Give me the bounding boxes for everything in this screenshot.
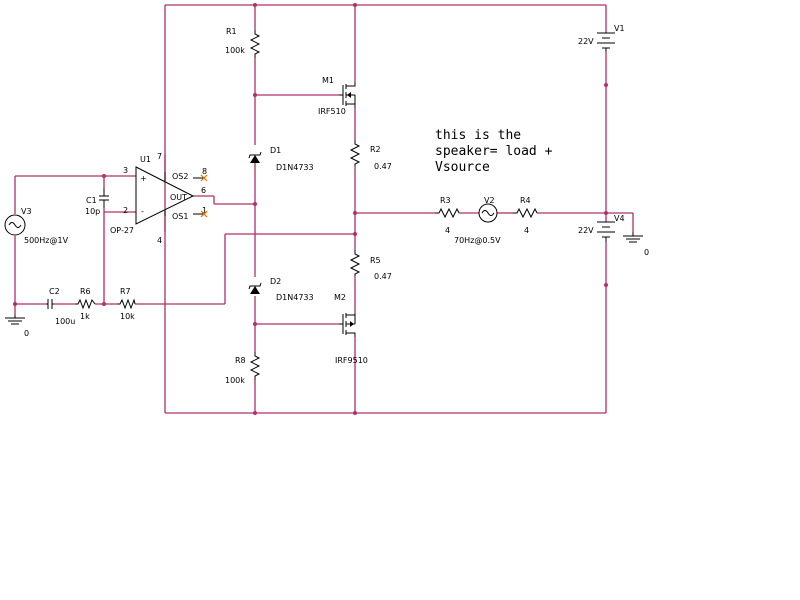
svg-text:OP-27: OP-27 [110, 226, 134, 235]
svg-text:D1: D1 [270, 146, 281, 155]
svg-text:22V: 22V [578, 226, 594, 235]
svg-text:10p: 10p [85, 207, 100, 216]
svg-text:4: 4 [524, 226, 529, 235]
svg-text:0.47: 0.47 [374, 162, 392, 171]
svg-text:2: 2 [123, 206, 128, 215]
capacitor-c1[interactable]: C1 10p [85, 188, 109, 216]
svg-text:V3: V3 [21, 207, 32, 216]
svg-text:OS2: OS2 [172, 172, 188, 181]
resistor-r1[interactable]: R1 100k [225, 27, 261, 58]
svg-text:D1N4733: D1N4733 [276, 163, 314, 172]
svg-text:R5: R5 [370, 256, 381, 265]
svg-text:speaker= load +: speaker= load + [435, 144, 553, 159]
ac-source-v3[interactable]: V3 500Hz@1V [4, 207, 69, 245]
svg-text:R1: R1 [226, 27, 237, 36]
svg-text:R3: R3 [440, 196, 451, 205]
svg-text:V1: V1 [614, 24, 625, 33]
opamp-u1[interactable]: U1 OP-27 3 2 7 4 6 8 1 + - OS2 OS1 OUT [110, 152, 208, 245]
ac-source-v2[interactable]: V2 70Hz@0.5V [454, 196, 501, 245]
svg-text:8: 8 [202, 167, 207, 176]
svg-text:R2: R2 [370, 145, 381, 154]
svg-text:R6: R6 [80, 287, 91, 296]
svg-text:IRF510: IRF510 [318, 107, 346, 116]
resistor-r6[interactable]: R6 1k [75, 287, 96, 321]
svg-text:100u: 100u [55, 317, 75, 326]
ground-left: 0 [5, 315, 29, 338]
diode-d2[interactable]: D2 D1N4733 [248, 277, 314, 302]
svg-text:1k: 1k [80, 312, 90, 321]
svg-text:+: + [140, 174, 147, 183]
resistor-r7[interactable]: R7 10k [117, 287, 136, 321]
svg-text:4: 4 [157, 236, 162, 245]
svg-text:0: 0 [644, 248, 649, 257]
battery-v1[interactable]: V1 22V [578, 24, 625, 52]
svg-text:this is the: this is the [435, 128, 521, 143]
svg-text:D2: D2 [270, 277, 281, 286]
svg-text:100k: 100k [225, 46, 245, 55]
svg-text:70Hz@0.5V: 70Hz@0.5V [454, 236, 501, 245]
svg-text:D1N4733: D1N4733 [276, 293, 314, 302]
capacitor-c2[interactable]: C2 100u [46, 287, 75, 326]
svg-text:-: - [141, 207, 144, 216]
junctions [13, 3, 608, 415]
resistor-r5[interactable]: R5 0.47 [349, 250, 392, 281]
resistor-r3[interactable]: R3 4 [435, 196, 460, 235]
svg-text:100k: 100k [225, 376, 245, 385]
svg-text:M1: M1 [322, 76, 334, 85]
resistor-r2[interactable]: R2 0.47 [349, 140, 392, 171]
resistor-r4[interactable]: R4 4 [513, 196, 538, 235]
mosfet-m2[interactable]: M2 IRF9510 [334, 293, 368, 365]
svg-text:0: 0 [24, 329, 29, 338]
svg-text:22V: 22V [578, 37, 594, 46]
wires [14, 4, 634, 414]
svg-text:OUT: OUT [170, 193, 187, 202]
svg-text:R8: R8 [235, 356, 246, 365]
svg-text:M2: M2 [334, 293, 346, 302]
svg-text:R7: R7 [120, 287, 131, 296]
svg-text:3: 3 [123, 166, 128, 175]
resistor-r8[interactable]: R8 100k [225, 352, 261, 385]
ground-right: 0 [623, 232, 649, 257]
diode-d1[interactable]: D1 D1N4733 [248, 146, 314, 172]
annotation-note: this is the speaker= load + Vsource [435, 128, 553, 175]
svg-text:Vsource: Vsource [435, 160, 490, 175]
svg-text:6: 6 [201, 186, 206, 195]
svg-text:1: 1 [202, 206, 207, 215]
svg-text:10k: 10k [120, 312, 135, 321]
svg-text:C2: C2 [49, 287, 60, 296]
svg-text:7: 7 [157, 152, 162, 161]
svg-text:V4: V4 [614, 214, 625, 223]
no-connect-marker [200, 174, 208, 218]
svg-text:U1: U1 [140, 155, 151, 164]
svg-text:500Hz@1V: 500Hz@1V [24, 236, 69, 245]
svg-text:OS1: OS1 [172, 212, 188, 221]
mosfet-m1[interactable]: M1 IRF510 [318, 76, 356, 116]
svg-text:C1: C1 [86, 196, 97, 205]
svg-text:V2: V2 [484, 196, 495, 205]
svg-text:IRF9510: IRF9510 [335, 356, 368, 365]
svg-text:4: 4 [445, 226, 450, 235]
svg-text:R4: R4 [520, 196, 531, 205]
battery-v4[interactable]: V4 22V [578, 214, 625, 242]
svg-text:0.47: 0.47 [374, 272, 392, 281]
